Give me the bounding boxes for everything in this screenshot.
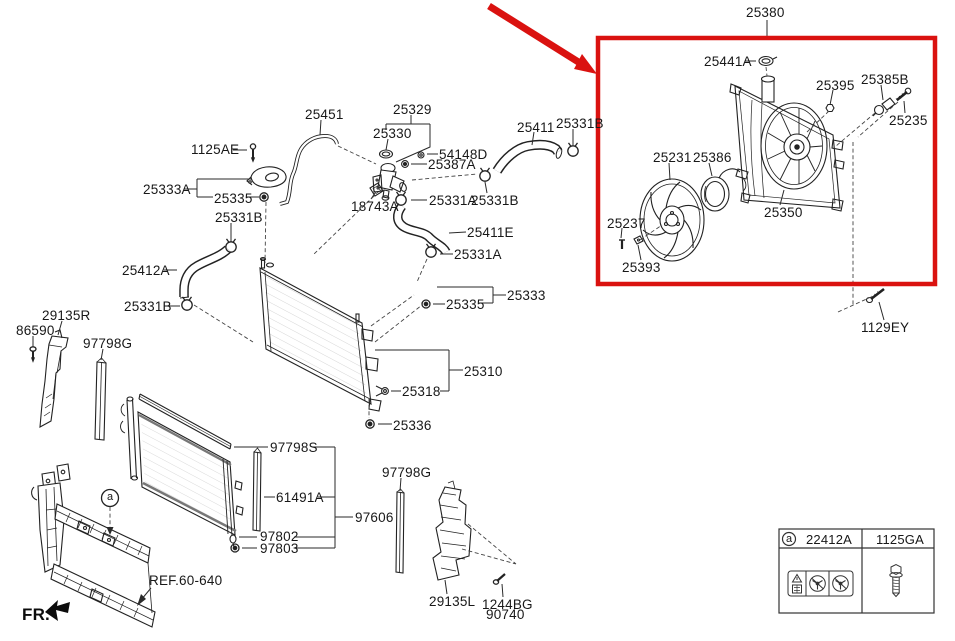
- part-label-61491A: 61491A: [276, 490, 324, 505]
- fan-warning-label-icon: [787, 570, 854, 597]
- legend-marker-a-letter: a: [785, 533, 793, 545]
- part-label-25333: 25333: [507, 288, 546, 303]
- part-label-90740: 90740: [486, 607, 525, 622]
- legend-marker-a-circle: [781, 531, 797, 547]
- ref-label: REF.60-640: [149, 573, 223, 588]
- legend-part-1125GA: 1125GA: [876, 532, 924, 547]
- part-label-97803: 97803: [260, 541, 299, 556]
- part-label-25318: 25318: [402, 384, 441, 399]
- part-label-25333A: 25333A: [143, 182, 191, 197]
- legend-part-22412A: 22412A: [806, 532, 853, 547]
- part-label-1244BG: 1244BG: [482, 597, 533, 612]
- condenser-drawing: [120, 396, 244, 548]
- marker-a-arrowhead: [106, 527, 114, 535]
- part-label-25411E: 25411E: [467, 225, 514, 240]
- highlight-annotation: [487, 3, 938, 287]
- part-label-97798G-2: 97798G: [382, 465, 432, 480]
- part-label-1125AE: 1125AE: [191, 142, 240, 157]
- part-label-25231: 25231: [653, 150, 692, 165]
- part-label-25387A: 25387A: [428, 157, 476, 172]
- part-label-97798S: 97798S: [270, 440, 318, 455]
- part-label-54148D: 54148D: [439, 147, 488, 162]
- hose-clamp-icons: [181, 142, 579, 311]
- part-label-29135R: 29135R: [42, 308, 91, 323]
- highlight-arrowhead: [574, 54, 597, 74]
- part-label-25350: 25350: [764, 205, 803, 220]
- part-label-25393: 25393: [622, 260, 661, 275]
- front-end-module-drawing: [31, 463, 156, 628]
- screw-icons: [29, 143, 506, 585]
- grommet-icons: [230, 192, 431, 553]
- part-label-86590: 86590: [16, 323, 55, 338]
- part-label-97802: 97802: [260, 529, 299, 544]
- part-label-25331B-4: 25331B: [471, 193, 519, 208]
- part-label-25331B-3: 25331B: [124, 299, 172, 314]
- part-label-25331A-2: 25331A: [454, 247, 502, 262]
- part-label-25330: 25330: [373, 126, 412, 141]
- part-label-25310: 25310: [464, 364, 503, 379]
- part-label-18743A: 18743A: [351, 199, 399, 214]
- marker-a-circle: [100, 488, 120, 508]
- highlight-arrow: [487, 3, 582, 66]
- part-label-25331B-2: 25331B: [215, 210, 263, 225]
- legend-table: [778, 528, 935, 614]
- air-guard-strips-drawing: [94, 357, 405, 574]
- part-label-25380: 25380: [746, 5, 785, 20]
- marker-a-letter: a: [106, 491, 114, 503]
- part-label-25336: 25336: [393, 418, 432, 433]
- part-label-25335-2: 25335: [446, 297, 485, 312]
- flange-bolt-icon: [889, 563, 903, 598]
- part-label-97798G-1: 97798G: [83, 336, 133, 351]
- part-label-1129EY: 1129EY: [861, 320, 910, 335]
- front-direction-label: FR.: [22, 605, 50, 624]
- part-label-25385B: 25385B: [861, 72, 909, 87]
- part-label-25441A: 25441A: [704, 54, 752, 69]
- part-label-25235: 25235: [889, 113, 928, 128]
- part-label-25412A: 25412A: [122, 263, 170, 278]
- dashed-reference-lines: [109, 66, 899, 565]
- highlight-box: [595, 35, 938, 287]
- part-label-25395: 25395: [816, 78, 855, 93]
- part-label-25331B-1: 25331B: [556, 116, 604, 131]
- deflector-left-drawing: [432, 480, 472, 581]
- part-label-25386: 25386: [693, 150, 732, 165]
- fan-assembly-drawing: [619, 55, 912, 304]
- radiator-drawing: [259, 256, 389, 412]
- part-label-25335-1: 25335: [214, 191, 253, 206]
- leader-lines: [32, 20, 906, 606]
- part-label-97606: 97606: [355, 510, 394, 525]
- part-label-25411: 25411: [517, 120, 555, 135]
- part-label-25329: 25329: [393, 102, 432, 117]
- fasteners-drawing: [29, 142, 579, 585]
- front-direction-arrow-icon: [45, 600, 70, 621]
- deflector-right-drawing: [39, 329, 69, 428]
- part-label-25451: 25451: [305, 107, 344, 122]
- hoses-drawing: [179, 133, 563, 299]
- part-label-25331A-1: 25331A: [429, 193, 477, 208]
- part-label-25237: 25237: [607, 216, 646, 231]
- part-label-29135L: 29135L: [429, 594, 476, 609]
